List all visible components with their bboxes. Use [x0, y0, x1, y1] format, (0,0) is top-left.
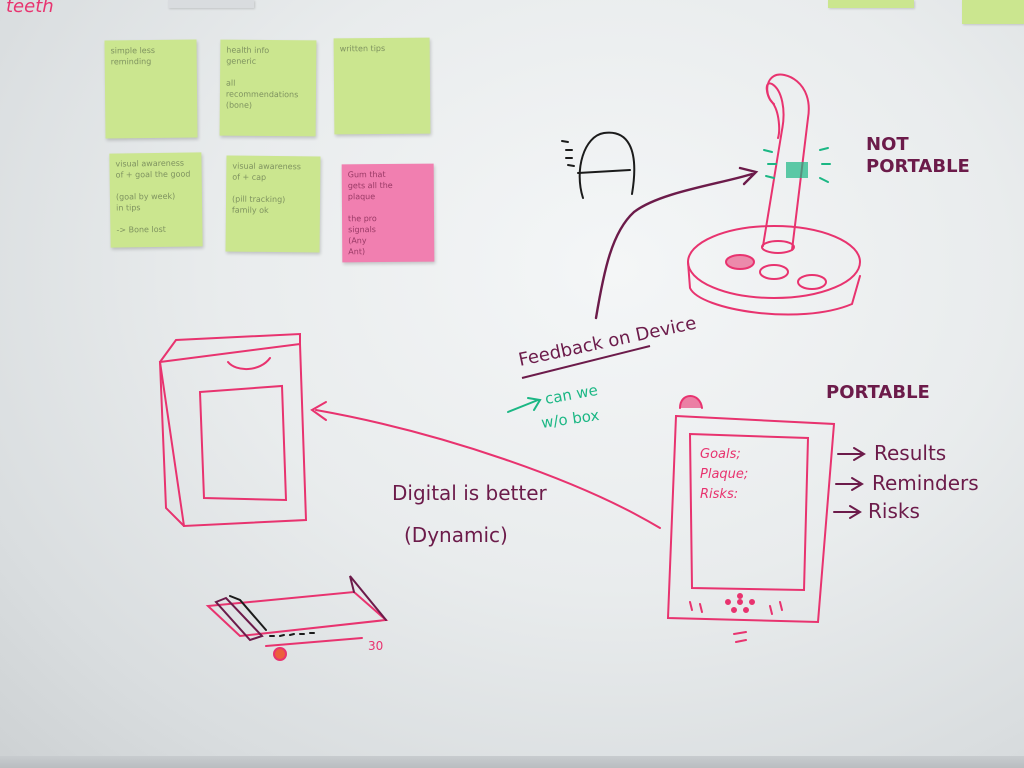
toothbrush-holder-sketch: [687, 73, 861, 316]
digital-is-better-label: Digital is better: [392, 481, 548, 505]
portable-device-sketch: [666, 395, 836, 643]
box-sketch: [158, 332, 308, 528]
digital-arrow: [310, 401, 661, 529]
screen-goals: Goals;: [700, 447, 741, 462]
without-box-label: w/o box: [540, 406, 600, 432]
tray-sketch: [205, 575, 389, 661]
risks-label: Risks: [868, 499, 920, 523]
feedback-on-device-label: Feedback on Device: [517, 313, 699, 371]
reminders-label: Reminders: [872, 471, 979, 495]
can-we-label: can we: [544, 381, 600, 408]
teeth-sketch: [561, 131, 636, 199]
green-arrow: [507, 397, 542, 413]
board-frame-bottom: [0, 756, 1024, 768]
partial-note-top-right-2: [962, 0, 1024, 24]
result-arrows: [833, 447, 866, 519]
screen-plaque: Plaque;: [700, 467, 748, 482]
partial-note-top-right-1: [828, 0, 914, 8]
not-portable-label-line1: NOT: [866, 134, 909, 155]
screen-risks: Risks:: [700, 487, 738, 502]
dynamic-label: (Dynamic): [404, 523, 508, 547]
not-portable-label-line2: PORTABLE: [866, 156, 970, 177]
top-label-teeth: teeth: [6, 0, 54, 17]
portable-label: PORTABLE: [826, 382, 930, 403]
feedback-arrow: [594, 166, 759, 320]
tray-number: 30: [368, 639, 383, 653]
results-label: Results: [874, 441, 946, 465]
feedback-underline: [521, 345, 651, 379]
partial-note-top-left: [168, 0, 254, 8]
